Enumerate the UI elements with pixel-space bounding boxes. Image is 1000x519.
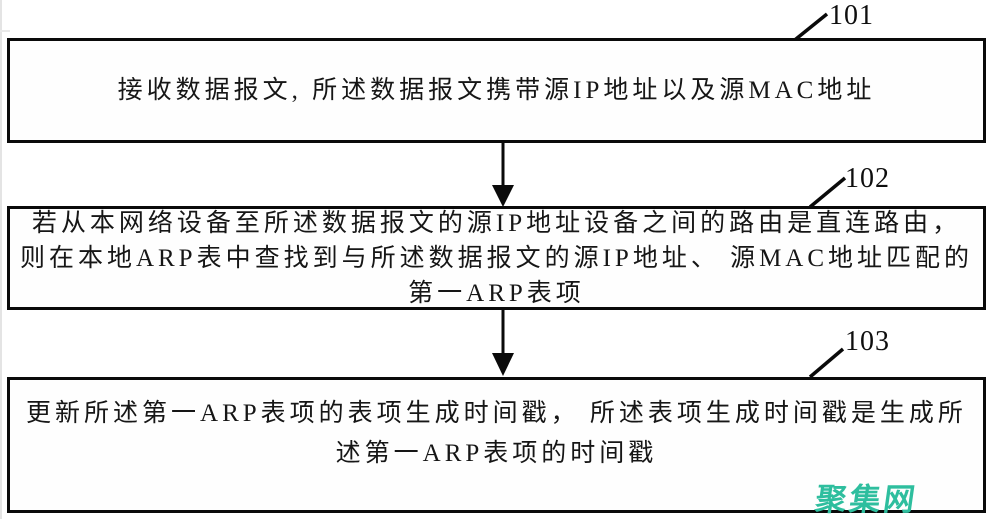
scan-edge-top [0,30,10,32]
step-label-103: 103 [845,326,890,357]
step-102-text-line-1: 若从本网络设备至所述数据报文的源IP地址设备之间的路由是直连路由， [31,209,962,237]
scan-edge-left [0,0,2,519]
arrow-head-1 [492,185,514,207]
arrow-head-2 [492,353,514,376]
step-box-103: 更新所述第一ARP表项的表项生成时间戳， 所述表项生成时间戳是生成所 述第一AR… [7,377,986,513]
step-102-text-line-2: 则在本地ARP表中查找到与所述数据报文的源IP地址、 源MAC地址匹配的 [19,244,974,272]
step-103-text-line-1: 更新所述第一ARP表项的表项生成时间戳， 所述表项生成时间戳是生成所 [26,400,967,427]
leader-line-102 [808,176,847,209]
step-102-text-line-3: 第一ARP表项 [408,279,585,307]
leader-line-103 [808,347,845,379]
step-label-102: 102 [845,163,890,194]
step-box-101: 接收数据报文, 所述数据报文携带源IP地址以及源MAC地址 [7,38,986,143]
step-label-101: 101 [829,0,874,31]
step-101-text-line-1: 接收数据报文, 所述数据报文携带源IP地址以及源MAC地址 [117,77,876,104]
watermark: 聚集网 [813,482,921,517]
step-box-102: 若从本网络设备至所述数据报文的源IP地址设备之间的路由是直连路由， 则在本地AR… [7,206,986,310]
step-103-text-line-2: 述第一ARP表项的时间戳 [335,440,658,467]
